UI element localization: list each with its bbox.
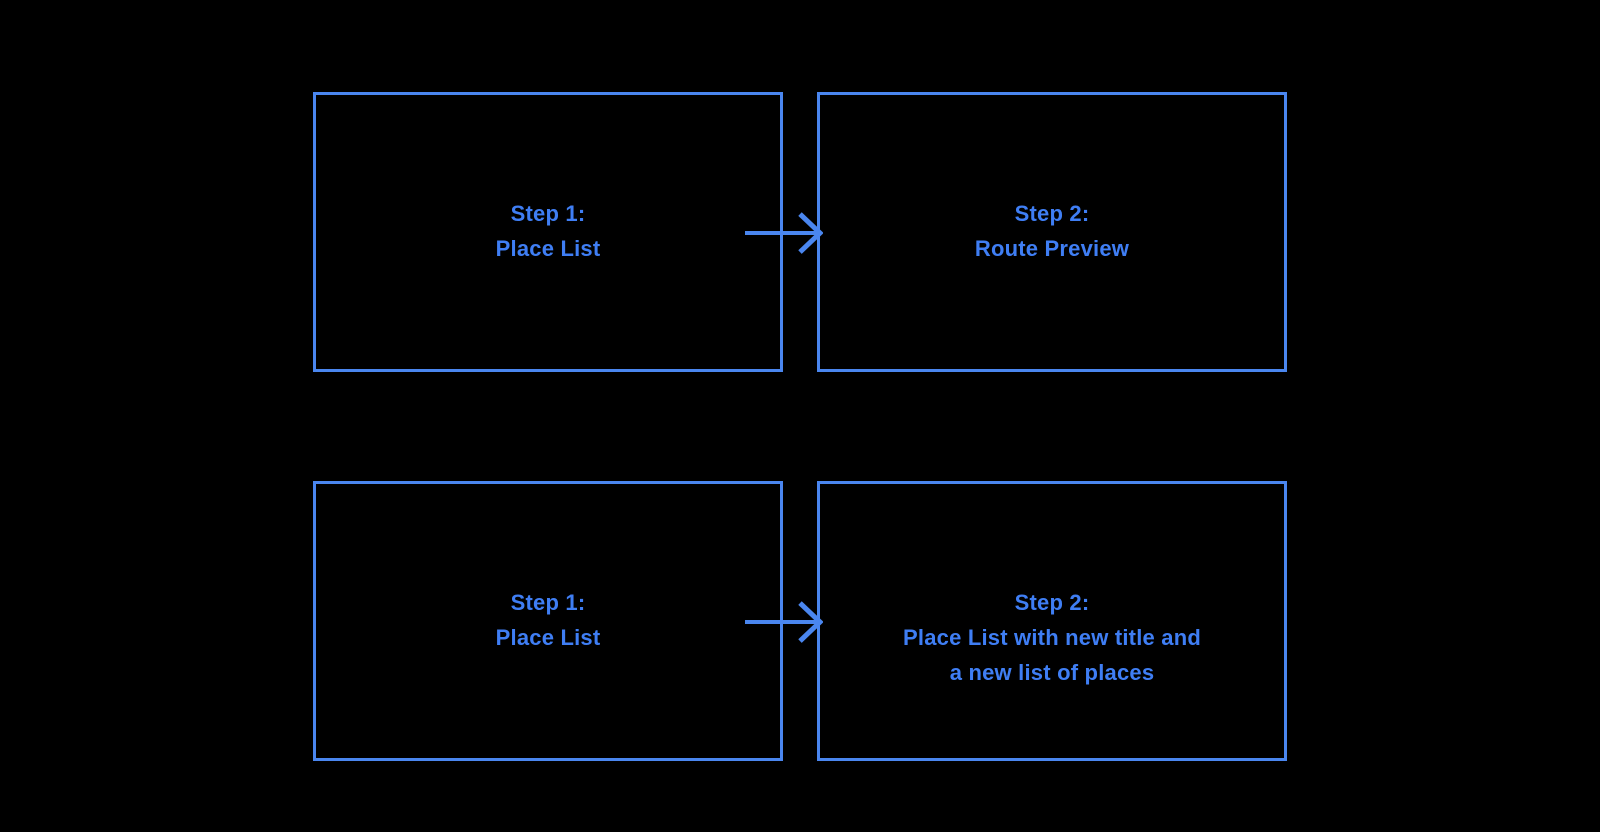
node-label: Step 1: Place List [316, 196, 780, 266]
node-label-line: Step 1: [510, 590, 586, 615]
node-step1-place-list-top: Step 1: Place List [313, 92, 783, 372]
node-label: Step 2: Place List with new title and a … [820, 585, 1284, 690]
node-label-line: Step 1: [510, 201, 586, 226]
node-label-line: Place List [495, 236, 601, 261]
node-step2-route-preview: Step 2: Route Preview [817, 92, 1287, 372]
node-label-line: Route Preview [974, 236, 1130, 261]
node-label-line: a new list of places [949, 660, 1155, 685]
node-label: Step 2: Route Preview [820, 196, 1284, 266]
node-label-line: Step 2: [1014, 201, 1090, 226]
arrow-right-icon [745, 212, 823, 254]
arrow-right-icon [745, 601, 823, 643]
node-label-line: Step 2: [1014, 590, 1090, 615]
node-label: Step 1: Place List [316, 585, 780, 655]
node-step1-place-list-bottom: Step 1: Place List [313, 481, 783, 761]
node-label-line: Place List with new title and [903, 625, 1201, 650]
node-label-line: Place List [495, 625, 601, 650]
node-step2-place-list-updated: Step 2: Place List with new title and a … [817, 481, 1287, 761]
